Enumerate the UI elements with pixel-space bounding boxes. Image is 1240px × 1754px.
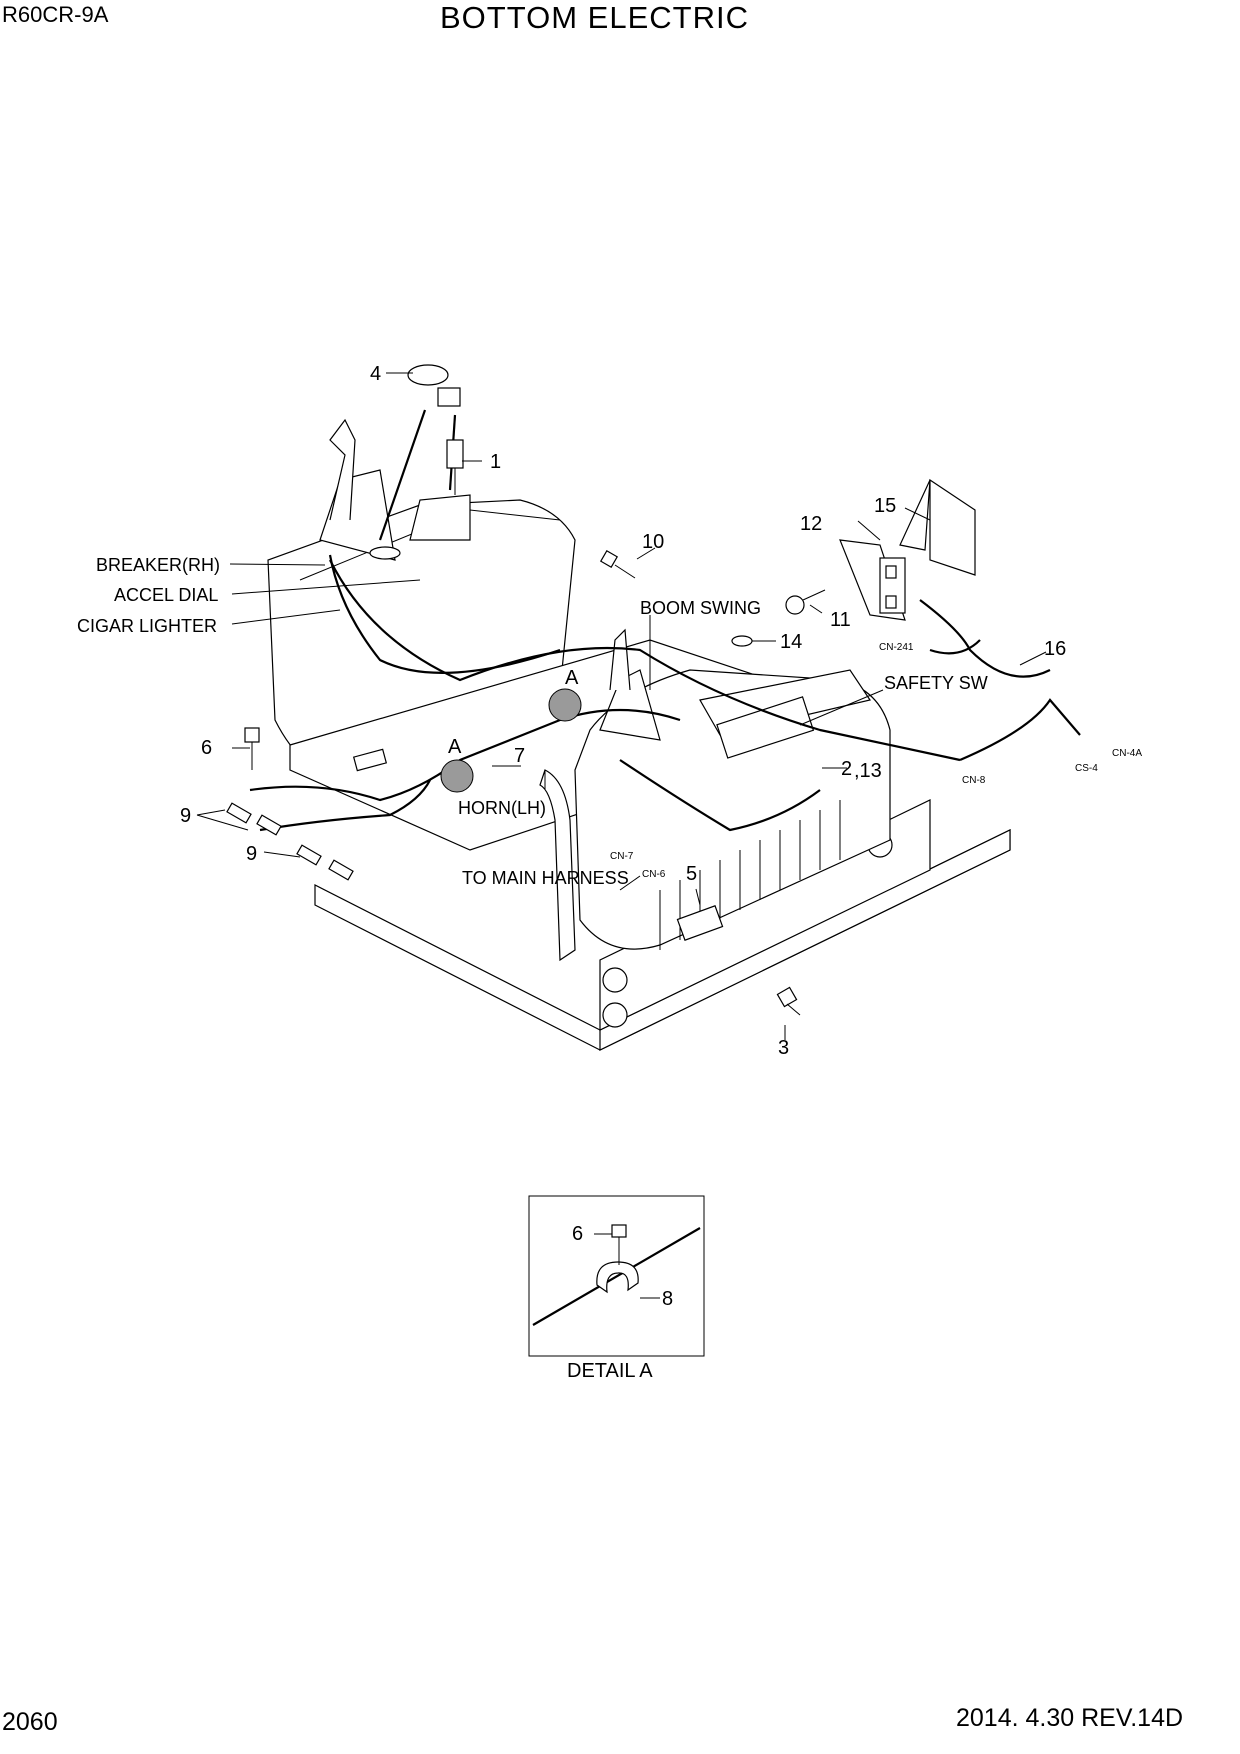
label-horn: HORN(LH)	[458, 798, 546, 818]
switch-module	[839, 539, 906, 621]
detail-callout-8: 8	[662, 1288, 673, 1310]
label-breaker: BREAKER(RH)	[96, 555, 220, 575]
callout-2: 2	[841, 758, 852, 780]
callout-3: 3	[778, 1037, 789, 1059]
callout-9a: 9	[180, 805, 191, 827]
callout-12: 12	[800, 513, 822, 535]
callout-7: 7	[514, 745, 525, 767]
callout-9b: 9	[246, 843, 257, 865]
label-cigar-lighter: CIGAR LIGHTER	[77, 616, 217, 636]
page-title: BOTTOM ELECTRIC	[440, 0, 749, 35]
callout-5: 5	[686, 863, 697, 885]
connector-cn8: CN-8	[962, 775, 986, 786]
page-number: 2060	[2, 1708, 58, 1736]
callout-14: 14	[780, 631, 802, 653]
callout-16: 16	[1044, 638, 1066, 660]
connector-cn241: CN-241	[879, 642, 914, 653]
connector-cn4a: CN-4A	[1112, 748, 1142, 759]
part-washer-14	[731, 635, 753, 647]
detail-a-marker-left: A	[448, 736, 462, 758]
leader-lines	[196, 372, 1047, 1040]
part-bolt-10	[599, 549, 636, 579]
model-number: R60CR-9A	[2, 2, 109, 27]
callout-6: 6	[201, 737, 212, 759]
callout-13: ,13	[854, 760, 882, 782]
callout-15: 15	[874, 495, 896, 517]
detail-callout-6: 6	[572, 1223, 583, 1245]
part-clips-9	[226, 802, 354, 881]
connector-cs4: CS-4	[1075, 763, 1098, 774]
harness-wires	[249, 409, 1081, 832]
revision-date: 2014. 4.30 REV.14D	[956, 1704, 1184, 1732]
label-boom-swing: BOOM SWING	[640, 598, 761, 618]
detail-caption: DETAIL A	[567, 1360, 653, 1382]
label-safety-sw: SAFETY SW	[884, 673, 988, 693]
part-bolt-11	[785, 589, 826, 615]
right-console	[574, 628, 891, 950]
part-switch-1	[446, 439, 464, 495]
callout-10: 10	[642, 531, 664, 553]
connector-cn7: CN-7	[610, 851, 634, 862]
connector-cn6: CN-6	[642, 869, 666, 880]
label-main-harness: TO MAIN HARNESS	[462, 868, 629, 888]
callout-1: 1	[490, 451, 501, 473]
clamp-a-right	[548, 688, 582, 722]
switch-bracket	[899, 478, 976, 576]
clamp-a-left	[440, 759, 474, 793]
detail-a-marker-right: A	[565, 667, 579, 689]
detail-a-panel: 6 8 DETAIL A	[528, 1195, 705, 1382]
callout-11: 11	[830, 609, 851, 631]
callout-4: 4	[370, 363, 381, 385]
part-bracket-5	[676, 905, 724, 941]
label-accel-dial: ACCEL DIAL	[114, 585, 218, 605]
part-screw-3	[776, 986, 801, 1016]
part-relay-4	[407, 364, 461, 407]
part-screw-6	[244, 727, 260, 770]
